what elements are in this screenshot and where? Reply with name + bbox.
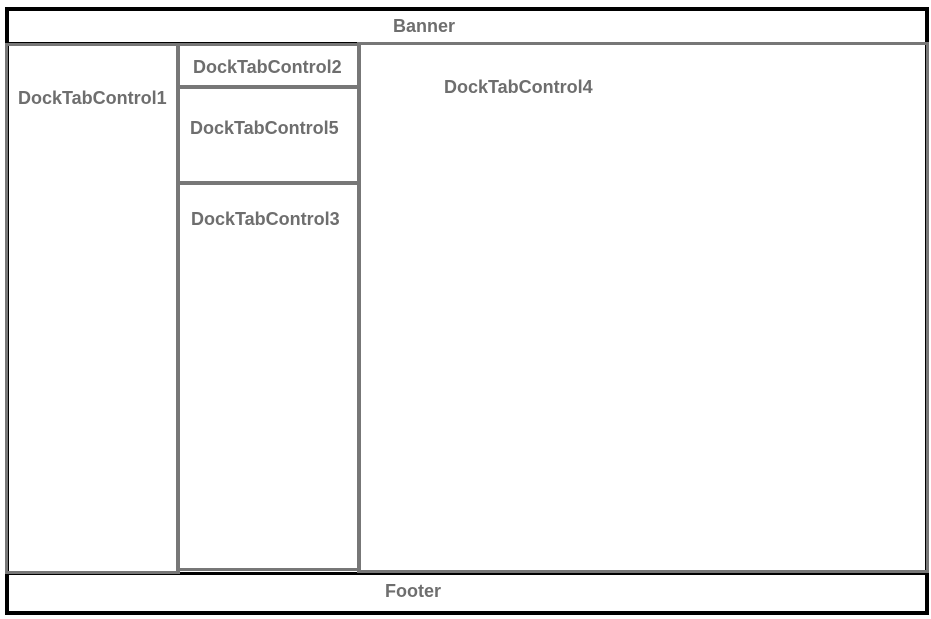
footer-label: Footer	[385, 581, 441, 601]
dock-tab-control-3-label: DockTabControl3	[191, 209, 340, 229]
dock-tab-control-3-panel	[176, 181, 361, 571]
dock-tab-control-2-label: DockTabControl2	[193, 57, 342, 77]
dock-tab-control-1-panel	[5, 43, 180, 574]
banner-label: Banner	[393, 16, 456, 36]
dock-tab-control-5-label: DockTabControl5	[190, 118, 339, 138]
layout-frame	[5, 7, 929, 615]
footer-divider	[5, 572, 929, 575]
dock-tab-control-4-label: DockTabControl4	[444, 77, 593, 97]
dock-tab-control-4-panel	[357, 42, 929, 573]
dock-tab-control-1-label: DockTabControl1	[18, 88, 167, 108]
